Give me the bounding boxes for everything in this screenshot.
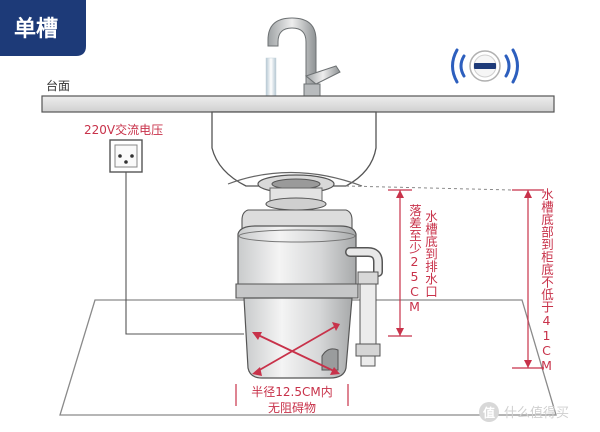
watermark-text: 什么值得买 xyxy=(504,405,569,421)
cabinet-floor xyxy=(59,299,557,416)
drop-dimension-arrows xyxy=(396,190,532,368)
faucet-icon xyxy=(265,17,341,99)
badge-label: 单槽 xyxy=(14,17,58,42)
clearance-cross-arrows xyxy=(255,325,337,373)
badge-shape xyxy=(0,0,86,56)
wireless-signal-icon xyxy=(451,48,519,84)
wireless-switch-icon xyxy=(469,50,501,82)
countertop-label: 台面 xyxy=(46,78,70,93)
sink-flange xyxy=(257,174,335,211)
sink-bottom-guide xyxy=(345,185,513,191)
power-socket-icon xyxy=(109,139,143,173)
food-waste-disposer xyxy=(235,209,359,379)
svg-text:值: 值 xyxy=(483,405,495,420)
drop-label: 落差至少25CM xyxy=(407,204,422,314)
outlet-voltage-label: 220V交流电压 xyxy=(84,122,163,137)
diameter-label-line2: 无阻碍物 xyxy=(268,401,316,415)
drain-pipe xyxy=(345,247,383,367)
sink-bottom-label: 水槽底到排水口 xyxy=(423,210,438,298)
water-stream xyxy=(265,57,277,99)
power-cord xyxy=(125,172,244,335)
cabinet-depth-label: 水槽底部到柜底不低于41CM xyxy=(539,188,554,373)
arrow-heads xyxy=(252,322,340,376)
diameter-label-line1: 半径12.5CM内 xyxy=(251,385,332,399)
countertop xyxy=(41,95,555,113)
single-sink-badge xyxy=(0,0,86,56)
zhi-logo-icon: 值 xyxy=(479,402,499,422)
